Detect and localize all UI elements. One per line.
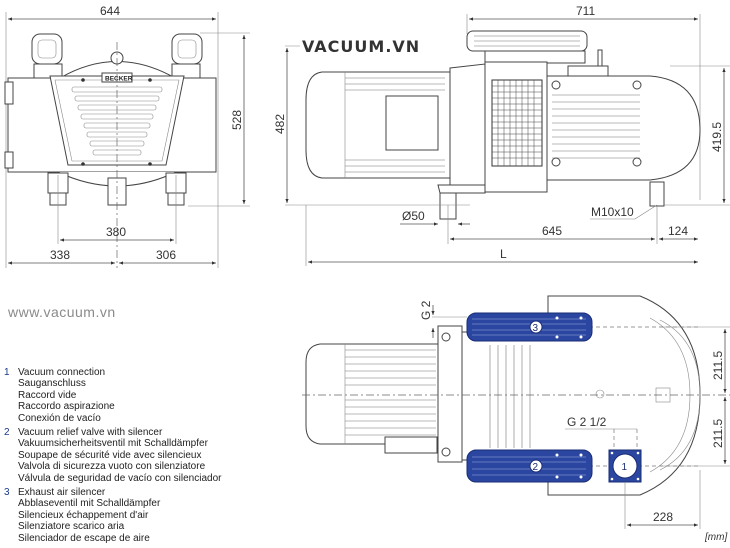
legend-text: Válvula de seguridad de vacío con silenc… [18,472,222,484]
exhaust-silencer-3: 3 [466,312,593,342]
front-view: 644 BECKER [4,4,250,268]
pump-foot [649,181,665,207]
legend-text: Vacuum connection [18,367,106,378]
dim-419-5: 419.5 [710,122,724,152]
callout-3: 3 [533,323,539,334]
dim-711: 711 [576,4,595,18]
dim-528: 528 [230,110,244,130]
dim-482: 482 [273,114,287,134]
relief-valve-silencer-2: 2 [466,449,593,483]
thread-m10x10: M10x10 [591,205,634,219]
lifting-handle-left [31,33,63,79]
terminal-box [385,95,439,151]
side-fitting-bottom [4,151,14,169]
legend-text: Sauganschluss [18,378,86,390]
dim-228: 228 [653,510,673,524]
units-label: [mm] [705,532,728,543]
legend-text: Conexión de vacío [18,412,101,424]
legend: 1 Vacuum connection Sauganschluss Raccor… [4,367,221,547]
dim-overall-length: L [500,247,507,261]
thread-g2: G 2 [419,300,433,320]
legend-text: Soupape de sécurité vide avec silencieux [18,449,202,461]
side-view: 711 [273,4,730,266]
legend-item-1: 1 Vacuum connection Sauganschluss Raccor… [4,367,221,424]
legend-text: Raccordo aspirazione [18,401,115,413]
dim-645: 645 [542,224,562,238]
dim-306: 306 [156,248,176,262]
legend-number: 2 [4,427,10,439]
legend-text: Silencieux échappement d'air [18,509,149,521]
brand-label: BECKER [105,76,133,83]
motor-flange [449,63,486,186]
flange-top [437,325,463,463]
motor-top [305,343,439,445]
legend-text: Silenciador de escape de aire [18,532,150,544]
watermark-website: www.vacuum.vn [8,304,116,320]
pump-end-cover [546,75,701,181]
legend-item-2: 2 Vacuum relief valve with silencer Vaku… [4,427,221,484]
legend-text: Silenziatore scarico aria [18,521,125,533]
lifting-handle-right [171,33,203,79]
terminal-box-top [384,436,438,454]
cooling-grid [491,79,543,167]
side-fitting-top [4,81,14,105]
legend-text: Vakuumsicherheitsventil mit Schalldämpfe… [18,438,208,450]
top-view: 3 2 1 G 2 G 2 1/2 [302,295,730,529]
dim-380: 380 [106,225,126,239]
legend-number: 3 [4,487,10,499]
fan-cover [49,75,185,166]
callout-1: 1 [622,462,628,473]
dim-211-5-bottom: 211.5 [711,419,725,448]
watermark-header: VACUUM.VN [300,37,423,56]
legend-text: Abblaseventil mit Schalldämpfer [18,498,161,510]
housing-mark [595,389,605,399]
legend-number: 1 [4,367,10,378]
legend-item-3: 3 Exhaust air silencer Abblaseventil mit… [4,487,221,544]
dim-diameter-50: Ø50 [402,209,425,223]
dim-338: 338 [50,248,70,262]
dim-644: 644 [100,4,120,18]
legend-text: Vacuum relief valve with silencer [18,427,163,439]
dim-211-5-top: 211.5 [711,351,725,380]
vacuum-connection-1: 1 [608,449,642,483]
dim-124: 124 [668,224,688,238]
thread-g2-1-2: G 2 1/2 [567,415,607,429]
callout-2: 2 [533,462,539,473]
legend-text: Valvola di sicurezza vuoto con silenziat… [18,461,206,473]
legend-text: Raccord vide [18,389,77,401]
silencer-mount [484,50,586,64]
legend-text: Exhaust air silencer [18,487,106,499]
